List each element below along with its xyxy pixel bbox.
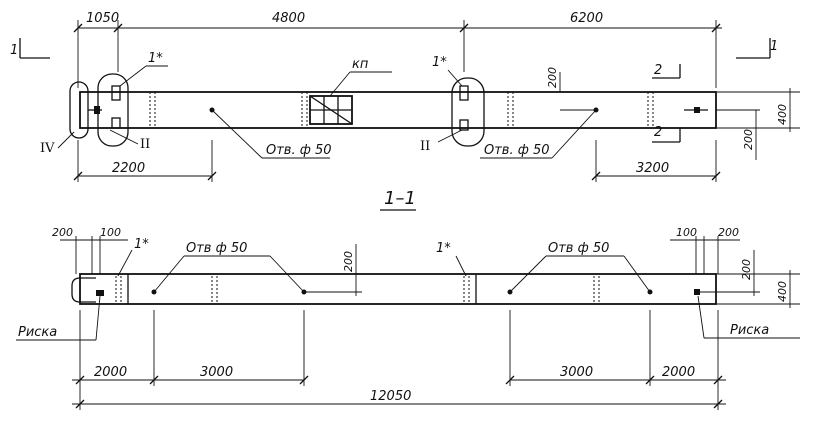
section-mark-right: 1 bbox=[770, 39, 778, 54]
side-view: Отв ф 50 Отв ф 50 1* 1* 200 100 100 200 … bbox=[16, 23, 800, 410]
dim-200-side-mid: 200 bbox=[342, 251, 355, 272]
section-mark-left: 1 bbox=[10, 43, 18, 58]
riska-plate-left bbox=[96, 290, 104, 296]
riska-plate-right bbox=[694, 289, 700, 295]
mark-1star-mid: 1* bbox=[432, 55, 447, 70]
dim-200-right: 200 bbox=[742, 129, 755, 150]
hole-label-side-right: Отв ф 50 bbox=[548, 241, 609, 256]
roman-ii-left: II bbox=[140, 137, 150, 152]
dim-2000-left: 2000 bbox=[94, 365, 127, 380]
mark-1star-side-mid: 1* bbox=[436, 241, 451, 256]
leader bbox=[119, 65, 147, 87]
tick bbox=[207, 171, 217, 181]
leader bbox=[269, 255, 305, 293]
kp-label: кп bbox=[352, 57, 369, 72]
top-view: 1050 4800 6200 1 1 bbox=[10, 11, 800, 182]
dim-200-side-left: 200 bbox=[52, 226, 73, 239]
tick bbox=[75, 375, 85, 385]
leader bbox=[509, 255, 547, 293]
tick bbox=[73, 23, 83, 33]
tick bbox=[711, 23, 721, 33]
beam-plan bbox=[79, 91, 717, 129]
tick bbox=[149, 375, 159, 385]
leader bbox=[109, 129, 139, 145]
dim-100-side-right: 100 bbox=[676, 226, 697, 239]
dim-3000-right: 3000 bbox=[560, 365, 593, 380]
roman-iv: IV bbox=[40, 141, 55, 156]
dim-200-top: 200 bbox=[546, 67, 559, 88]
leader bbox=[95, 295, 101, 341]
dim-200-side-right: 200 bbox=[718, 226, 739, 239]
leader bbox=[57, 131, 75, 149]
dim-4800: 4800 bbox=[272, 11, 305, 26]
tick bbox=[645, 375, 655, 385]
dim-3200: 3200 bbox=[636, 161, 669, 176]
dim-1050: 1050 bbox=[86, 11, 119, 26]
loop-detail bbox=[459, 119, 469, 131]
end-loop-side bbox=[71, 277, 96, 303]
leader bbox=[437, 129, 463, 143]
tick bbox=[75, 399, 85, 409]
loop-detail bbox=[111, 85, 121, 101]
section-2-bottom: 2 bbox=[654, 125, 662, 140]
riska-label-left: Риска bbox=[18, 325, 57, 340]
leader bbox=[153, 255, 185, 293]
end-loop-left bbox=[69, 81, 89, 139]
tick bbox=[711, 171, 721, 181]
anchor-plate bbox=[94, 106, 100, 114]
dim-2200: 2200 bbox=[112, 161, 145, 176]
lift-loop-left bbox=[97, 73, 129, 147]
roman-ii-mid: II bbox=[420, 139, 430, 154]
dim-3000-left: 3000 bbox=[200, 365, 233, 380]
dim-400-top: 400 bbox=[776, 104, 789, 125]
riska-label-right: Риска bbox=[730, 323, 769, 338]
loop-detail bbox=[459, 85, 469, 101]
leader bbox=[623, 255, 651, 293]
section-title: 1–1 bbox=[384, 188, 416, 209]
dim-200-side-right-vert: 200 bbox=[740, 259, 753, 280]
tick bbox=[505, 375, 515, 385]
tick bbox=[113, 23, 123, 33]
leader bbox=[447, 69, 463, 87]
dim-2000-right: 2000 bbox=[662, 365, 695, 380]
leader bbox=[329, 71, 351, 97]
section-2-top: 2 bbox=[654, 63, 662, 78]
tick bbox=[713, 375, 723, 385]
mark-1star-left: 1* bbox=[148, 51, 163, 66]
hole-label-left: Отв. ф 50 bbox=[266, 143, 332, 158]
tick bbox=[299, 375, 309, 385]
hole-label-right: Отв. ф 50 bbox=[484, 143, 550, 158]
dim-100-side-left: 100 bbox=[100, 226, 121, 239]
leader bbox=[551, 109, 597, 159]
loop-detail bbox=[111, 117, 121, 129]
leader bbox=[697, 295, 705, 339]
dim-6200: 6200 bbox=[570, 11, 603, 26]
leader bbox=[117, 249, 133, 277]
leader bbox=[211, 109, 263, 159]
tick bbox=[459, 23, 469, 33]
dim-ticks bbox=[73, 23, 723, 409]
tick bbox=[73, 171, 83, 181]
tick bbox=[591, 171, 601, 181]
leader bbox=[455, 255, 467, 277]
mark-1star-side-left: 1* bbox=[134, 237, 149, 252]
kp-bar bbox=[309, 95, 353, 125]
beam-elevation bbox=[79, 273, 717, 305]
tick bbox=[713, 399, 723, 409]
dim-12050: 12050 bbox=[370, 389, 411, 404]
dim-400-side: 400 bbox=[776, 281, 789, 302]
lift-loop-mid bbox=[451, 77, 485, 147]
hole-label-side-left: Отв ф 50 bbox=[186, 241, 247, 256]
